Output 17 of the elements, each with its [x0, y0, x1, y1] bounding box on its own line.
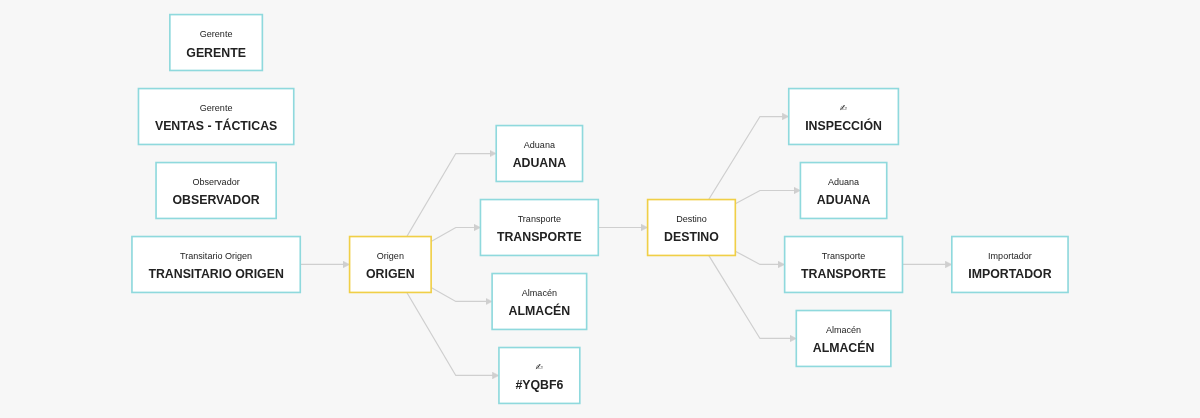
node-box: Destino DESTINO — [646, 198, 737, 257]
node-box: ✍ #YQBF6 — [498, 346, 581, 405]
node-box: Origen ORIGEN — [348, 235, 432, 294]
node-box: Almacén ALMACÉN — [491, 272, 588, 331]
node-box: Transporte TRANSPORTE — [783, 235, 904, 294]
node-box: Aduana ADUANA — [799, 161, 888, 220]
node-box: Importador IMPORTADOR — [951, 235, 1069, 294]
node-box: Transporte TRANSPORTE — [479, 198, 600, 257]
node-box: Observador OBSERVADOR — [155, 161, 277, 220]
node-box: Gerente VENTAS - TÁCTICAS — [137, 87, 295, 146]
arrow — [406, 149, 497, 238]
arrow — [708, 254, 797, 343]
node-box: ✍ INSPECCIÓN — [787, 87, 900, 146]
node-box: Almacén ALMACÉN — [795, 309, 892, 368]
node-box: Transitario Origen TRANSITARIO ORIGEN — [131, 235, 302, 294]
node-box: Aduana ADUANA — [495, 124, 584, 183]
node-box: Gerente GERENTE — [169, 13, 264, 72]
